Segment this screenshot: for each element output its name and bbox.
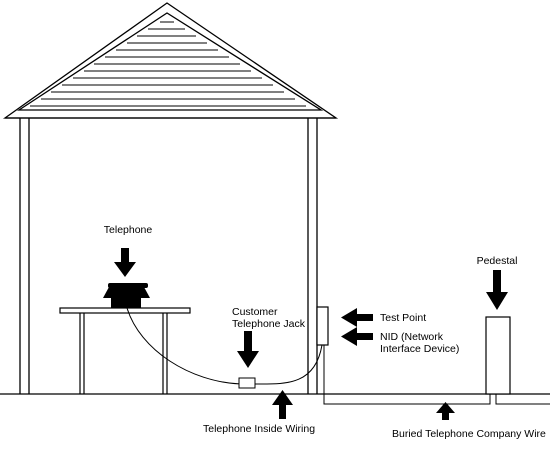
table [59, 307, 191, 394]
arrow-left-nid [341, 327, 373, 346]
pedestal [485, 316, 511, 395]
label-nid-line2: Interface Device) [380, 343, 459, 355]
customer-telephone-jack [238, 377, 256, 389]
arrow-up-inside-wiring [272, 390, 293, 419]
buried-wire [323, 345, 491, 405]
telephone-cord [126, 307, 242, 385]
label-telephone: Telephone [104, 224, 153, 236]
inside-wiring [254, 344, 323, 385]
arrow-down-jack [237, 331, 259, 368]
telephone-icon [103, 283, 150, 308]
label-customer-jack-line1: Customer [232, 306, 278, 318]
arrow-down-pedestal [486, 270, 508, 310]
roof-siding [30, 21, 306, 107]
arrow-up-buried-wire [436, 402, 455, 420]
house-walls [19, 118, 318, 394]
label-nid-line1: NID (Network [380, 331, 444, 343]
label-customer-jack-line2: Telephone Jack [232, 318, 306, 330]
nid-box [316, 306, 329, 346]
label-buried-wire: Buried Telephone Company Wire [392, 428, 546, 440]
arrow-down-telephone [114, 248, 136, 277]
label-test-point: Test Point [380, 312, 426, 324]
buried-wire-continuation [495, 392, 550, 405]
house-roof [2, 2, 339, 119]
label-pedestal: Pedestal [477, 255, 518, 267]
label-inside-wiring: Telephone Inside Wiring [203, 423, 315, 435]
arrow-left-test-point [341, 308, 373, 327]
